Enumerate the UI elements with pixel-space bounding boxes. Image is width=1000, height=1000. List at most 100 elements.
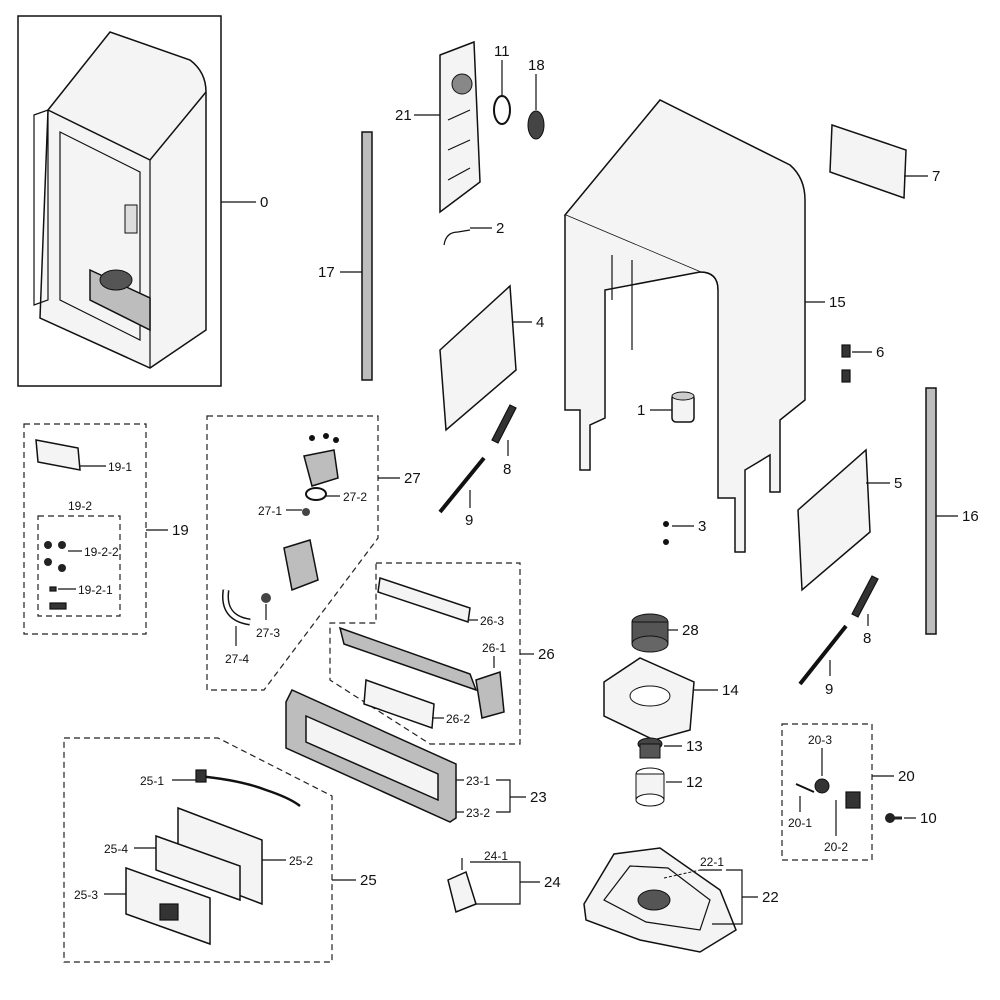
label-24: 24 [544,874,561,891]
part-4-side-panel [439,284,517,432]
label-2: 2 [496,220,504,237]
part-27-2-o-ring [305,487,327,501]
part-26-3-strip [377,577,471,623]
part-27-pump-housing-top [303,433,339,487]
part-11-o-ring [493,95,511,125]
part-3-screw-b [663,539,669,545]
label-21: 21 [395,107,412,124]
label-19-1: 19-1 [108,460,132,474]
label-0: 0 [260,194,268,211]
label-4: 4 [536,314,544,331]
label-25-3: 25-3 [74,888,98,902]
label-23-2: 23-2 [466,806,490,820]
part-26-2-plate [363,678,435,730]
label-27-4: 27-4 [225,652,249,666]
group-19-2-boundary [37,515,121,617]
label-3: 3 [698,518,706,535]
label-19-2-2: 19-2-2 [84,545,119,559]
part-22-sump-base [583,847,737,953]
label-11: 11 [494,43,510,60]
label-6: 6 [876,344,884,361]
part-27-1-washer [302,508,310,516]
label-20: 20 [898,768,915,785]
label-18: 18 [528,57,545,74]
part-6-clip-a [841,344,851,358]
label-15: 15 [829,294,846,311]
part-20-3-disc [814,778,830,794]
label-5: 5 [894,475,902,492]
part-5-side-panel [797,448,871,592]
label-27-1: 27-1 [258,504,282,518]
bracket-24 [470,861,540,905]
part-7-bracket [829,123,907,200]
part-27-pump-body [283,539,319,592]
label-7: 7 [932,168,940,185]
part-14-gasket-plate [603,657,695,741]
label-19-2: 19-2 [68,499,92,513]
label-28: 28 [682,622,699,639]
part-13-impeller [637,737,663,759]
part-28-filter [631,613,669,653]
part-0-tub-assembly [17,15,222,387]
label-8-left: 8 [503,461,511,478]
label-12: 12 [686,774,703,791]
part-19-2-clip [49,602,67,610]
label-17: 17 [318,264,335,281]
part-27-3-fitting [261,593,271,603]
group-19-boundary [23,423,147,635]
part-20-2-latch [845,791,861,809]
label-20-3: 20-3 [808,733,832,747]
part-24-1-block [447,870,477,914]
label-13: 13 [686,738,703,755]
part-6-clip-b [841,369,851,383]
part-25-4-board [155,834,241,902]
label-24-1: 24-1 [484,849,508,863]
bracket-23 [496,779,526,813]
label-10: 10 [920,810,937,827]
label-20-1: 20-1 [788,816,812,830]
label-26: 26 [538,646,555,663]
label-22: 22 [762,889,779,906]
label-9-left: 9 [465,512,473,529]
label-23-1: 23-1 [466,774,490,788]
label-9-right: 9 [825,681,833,698]
part-19-2-2-screws [44,541,66,572]
label-1: 1 [637,402,645,419]
label-19-2-1: 19-2-1 [78,583,113,597]
group-27-boundary [206,415,379,691]
label-22-1: 22-1 [700,855,724,869]
part-20-1-pin [795,783,815,793]
label-25-4: 25-4 [104,842,128,856]
part-23-front-panel [285,689,457,823]
label-16: 16 [962,508,979,525]
label-25-2: 25-2 [289,854,313,868]
label-8-right: 8 [863,630,871,647]
part-25-3-display [159,903,179,921]
part-3-screw-a [663,521,669,527]
label-20-2: 20-2 [824,840,848,854]
part-16-side-strip [925,387,937,635]
part-9-rod-right [798,624,848,686]
label-26-2: 26-2 [446,712,470,726]
part-19-1-label [35,439,81,471]
label-14: 14 [722,682,739,699]
part-22-1-hose [663,869,701,879]
part-26-rail [338,626,478,692]
label-26-1: 26-1 [482,641,506,655]
part-26-1-hinge [475,670,505,719]
part-10-screw [885,813,902,823]
label-23: 23 [530,789,547,806]
label-25: 25 [360,872,377,889]
part-8-spring-left [491,404,517,444]
bracket-22 [712,869,758,925]
part-1-switch [671,391,695,423]
label-19: 19 [172,522,189,539]
part-18-cap [527,110,545,140]
label-27: 27 [404,470,421,487]
label-25-1: 25-1 [140,774,164,788]
label-26-3: 26-3 [480,614,504,628]
part-2-clip [443,229,471,246]
group-25-boundary [63,737,333,963]
part-15-outer-cabinet [563,99,806,553]
